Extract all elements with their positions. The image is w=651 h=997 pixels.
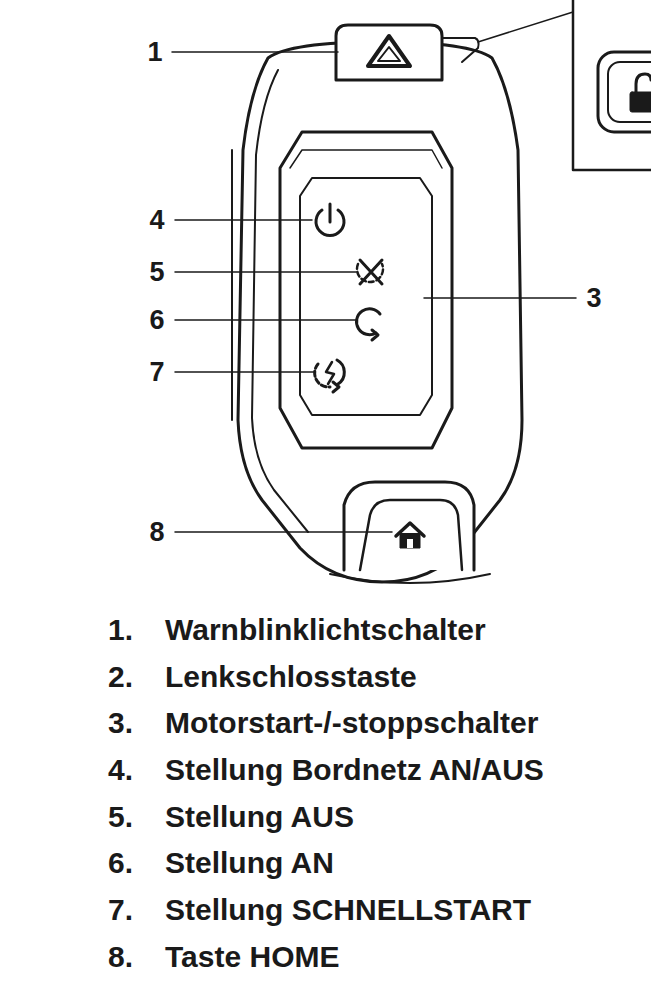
leader-line: [175, 271, 356, 273]
callout-number: 8: [149, 516, 164, 548]
part-name: Warnblinklichtschalter: [165, 612, 486, 648]
quickstart-symbol: [326, 362, 334, 384]
leader-line: [175, 531, 392, 533]
callout-number: 4: [149, 204, 164, 236]
switch-rocker-edge: [290, 150, 442, 168]
part-name: Stellung AN: [165, 845, 334, 881]
lock-key-inner: [608, 62, 651, 122]
switch-housing: [238, 42, 522, 582]
home-button: [360, 500, 462, 570]
leader-line: [424, 297, 576, 299]
home-symbol: [400, 533, 420, 548]
start-stop-switch: [280, 132, 452, 448]
housing-edge: [330, 574, 490, 583]
legend-number: 6.: [108, 845, 133, 881]
switch-rocker: [300, 178, 432, 415]
quickstart-symbol: [333, 382, 339, 392]
lock-body: [630, 92, 651, 112]
hazard-symbol: [378, 47, 400, 61]
callout-number: 6: [149, 304, 164, 336]
leader-lines: [172, 52, 576, 532]
part-name: Lenkschlosstaste: [165, 659, 417, 695]
quickstart-symbol: [337, 360, 344, 384]
lock-key: [598, 52, 651, 132]
home-symbol: [407, 539, 413, 548]
part-name: Motorstart-/-stoppschalter: [165, 705, 538, 741]
callout-number: 7: [149, 356, 164, 388]
lock-symbol: [636, 74, 651, 92]
legend-number: 3.: [108, 705, 133, 741]
leader-line: [175, 219, 312, 221]
part-name: Stellung Bordnetz AN/AUS: [165, 752, 544, 788]
detail-leader: [478, 12, 573, 42]
off-symbol: [360, 260, 382, 284]
legend-number: 8.: [108, 939, 133, 975]
legend-number: 4.: [108, 752, 133, 788]
leader-line: [175, 319, 357, 321]
leader-line: [172, 51, 338, 53]
part-name: Stellung AUS: [165, 799, 354, 835]
part-name: Stellung SCHNELLSTART: [165, 892, 531, 928]
callout-number: 1: [147, 36, 162, 68]
run-symbol: [372, 330, 378, 340]
hazard-button: [336, 25, 442, 80]
hazard-edge: [442, 38, 479, 62]
home-button-frame: [344, 482, 474, 570]
legend-number: 2.: [108, 659, 133, 695]
callout-number: 5: [149, 256, 164, 288]
housing-edge: [231, 150, 233, 420]
power-symbol: [329, 204, 332, 222]
run-symbol: [357, 309, 380, 335]
leader-line: [175, 371, 314, 373]
callout-number: 3: [586, 282, 601, 314]
part-name: Taste HOME: [165, 939, 339, 975]
legend-number: 5.: [108, 799, 133, 835]
legend-number: 7.: [108, 892, 133, 928]
hazard-symbol: [368, 36, 410, 66]
legend-number: 1.: [108, 612, 133, 648]
